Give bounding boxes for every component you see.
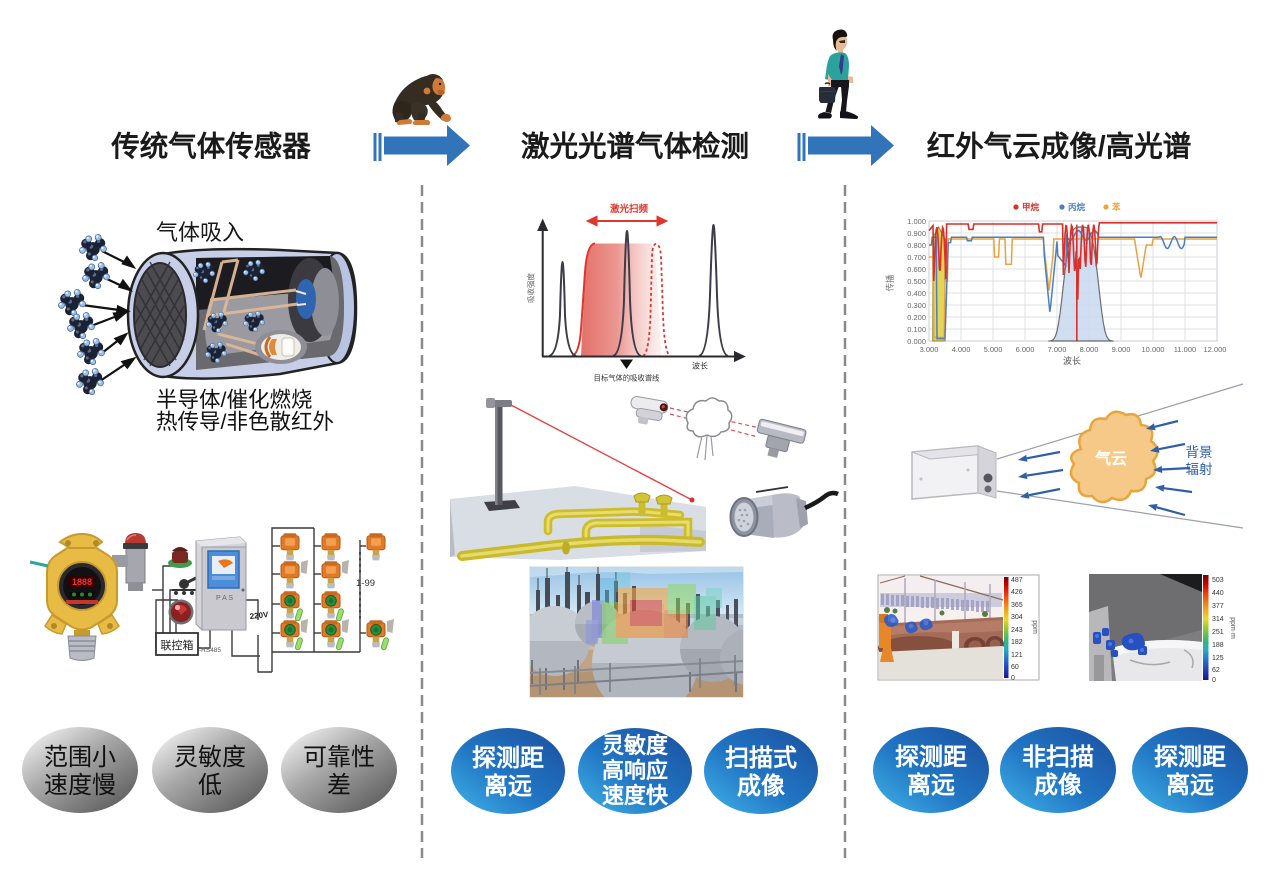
svg-text:激光光谱气体检测: 激光光谱气体检测 <box>521 130 749 163</box>
svg-text:4.000: 4.000 <box>952 345 971 354</box>
svg-text:传播: 传播 <box>885 274 895 292</box>
svg-text:探测距: 探测距 <box>895 744 967 771</box>
svg-text:波长: 波长 <box>692 361 708 371</box>
svg-text:丙烷: 丙烷 <box>1068 202 1086 212</box>
svg-text:P A S: P A S <box>216 595 233 602</box>
svg-text:62: 62 <box>1212 667 1220 674</box>
svg-text:304: 304 <box>1011 614 1023 621</box>
svg-text:波长: 波长 <box>1063 355 1081 366</box>
svg-text:220V: 220V <box>249 610 269 621</box>
svg-text:11.000: 11.000 <box>1174 345 1196 354</box>
svg-text:成像: 成像 <box>737 773 786 800</box>
svg-text:0.500: 0.500 <box>907 277 926 286</box>
svg-text:314: 314 <box>1212 616 1224 623</box>
svg-text:1-99: 1-99 <box>356 578 375 589</box>
svg-text:8.000: 8.000 <box>1080 345 1099 354</box>
svg-text:188: 188 <box>1212 642 1224 649</box>
svg-text:速度快: 速度快 <box>602 783 669 808</box>
svg-text:0.900: 0.900 <box>907 229 926 238</box>
svg-text:气云: 气云 <box>1094 449 1127 468</box>
svg-text:高响应: 高响应 <box>602 758 668 783</box>
svg-text:0.000: 0.000 <box>907 337 926 346</box>
svg-text:426: 426 <box>1011 589 1023 596</box>
svg-text:243: 243 <box>1011 627 1023 634</box>
svg-text:121: 121 <box>1011 652 1023 659</box>
svg-text:377: 377 <box>1212 603 1224 610</box>
svg-text:吸收强度: 吸收强度 <box>526 273 536 303</box>
svg-text:热传导/非色散红外: 热传导/非色散红外 <box>156 410 334 434</box>
svg-text:离远: 离远 <box>907 771 955 799</box>
svg-text:辐射: 辐射 <box>1186 462 1213 477</box>
svg-text:251: 251 <box>1212 629 1224 636</box>
svg-text:半导体/催化燃烧: 半导体/催化燃烧 <box>156 388 312 412</box>
svg-text:1888: 1888 <box>72 577 92 587</box>
svg-text:非扫描: 非扫描 <box>1022 744 1094 771</box>
svg-text:扫描式: 扫描式 <box>725 745 797 772</box>
svg-text:0.600: 0.600 <box>907 265 926 274</box>
svg-text:0.400: 0.400 <box>907 289 926 298</box>
svg-text:60: 60 <box>1011 664 1019 671</box>
svg-text:3.000: 3.000 <box>920 345 939 354</box>
svg-text:365: 365 <box>1011 602 1023 609</box>
svg-text:440: 440 <box>1212 590 1224 597</box>
svg-text:0.800: 0.800 <box>907 241 926 250</box>
svg-text:0.200: 0.200 <box>907 313 926 322</box>
svg-text:0.700: 0.700 <box>907 253 926 262</box>
svg-text:ppm·m: ppm·m <box>1229 617 1236 639</box>
svg-text:激光扫频: 激光扫频 <box>610 203 649 215</box>
svg-text:5.000: 5.000 <box>984 345 1003 354</box>
svg-text:灵敏度: 灵敏度 <box>174 744 246 771</box>
svg-text:探测距: 探测距 <box>472 745 544 772</box>
svg-text:1.000: 1.000 <box>907 217 926 226</box>
svg-text:7.000: 7.000 <box>1048 345 1067 354</box>
svg-text:低: 低 <box>198 772 222 799</box>
svg-text:12.000: 12.000 <box>1204 345 1227 354</box>
svg-text:甲烷: 甲烷 <box>1022 202 1040 212</box>
svg-text:125: 125 <box>1212 655 1224 662</box>
svg-text:0: 0 <box>1011 675 1015 682</box>
svg-text:9.000: 9.000 <box>1112 345 1131 354</box>
svg-text:苯: 苯 <box>1111 202 1121 212</box>
svg-text:182: 182 <box>1011 639 1023 646</box>
svg-text:离远: 离远 <box>1166 771 1214 799</box>
svg-text:气体吸入: 气体吸入 <box>156 220 244 245</box>
svg-text:传统气体传感器: 传统气体传感器 <box>110 130 311 163</box>
svg-text:范围小: 范围小 <box>44 744 116 771</box>
svg-text:可靠性: 可靠性 <box>303 744 375 771</box>
svg-text:目标气体的吸收谱线: 目标气体的吸收谱线 <box>594 374 660 383</box>
svg-text:灵敏度: 灵敏度 <box>602 733 669 758</box>
svg-text:0.100: 0.100 <box>907 325 926 334</box>
svg-text:联控箱: 联控箱 <box>161 638 194 652</box>
svg-text:0: 0 <box>1212 677 1216 684</box>
svg-text:背景: 背景 <box>1186 445 1213 460</box>
svg-text:503: 503 <box>1212 577 1224 584</box>
svg-text:探测距: 探测距 <box>1154 744 1226 771</box>
svg-text:0.300: 0.300 <box>907 301 926 310</box>
svg-text:离远: 离远 <box>484 772 532 800</box>
svg-text:487: 487 <box>1011 577 1023 584</box>
svg-text:成像: 成像 <box>1034 772 1083 799</box>
svg-text:6.000: 6.000 <box>1016 345 1035 354</box>
svg-text:速度慢: 速度慢 <box>44 772 116 799</box>
svg-text:10.000: 10.000 <box>1142 345 1165 354</box>
svg-text:差: 差 <box>327 772 351 799</box>
svg-text:-RS485: -RS485 <box>199 647 221 654</box>
svg-text:ppm: ppm <box>1031 620 1038 634</box>
svg-text:红外气云成像/高光谱: 红外气云成像/高光谱 <box>927 130 1191 163</box>
